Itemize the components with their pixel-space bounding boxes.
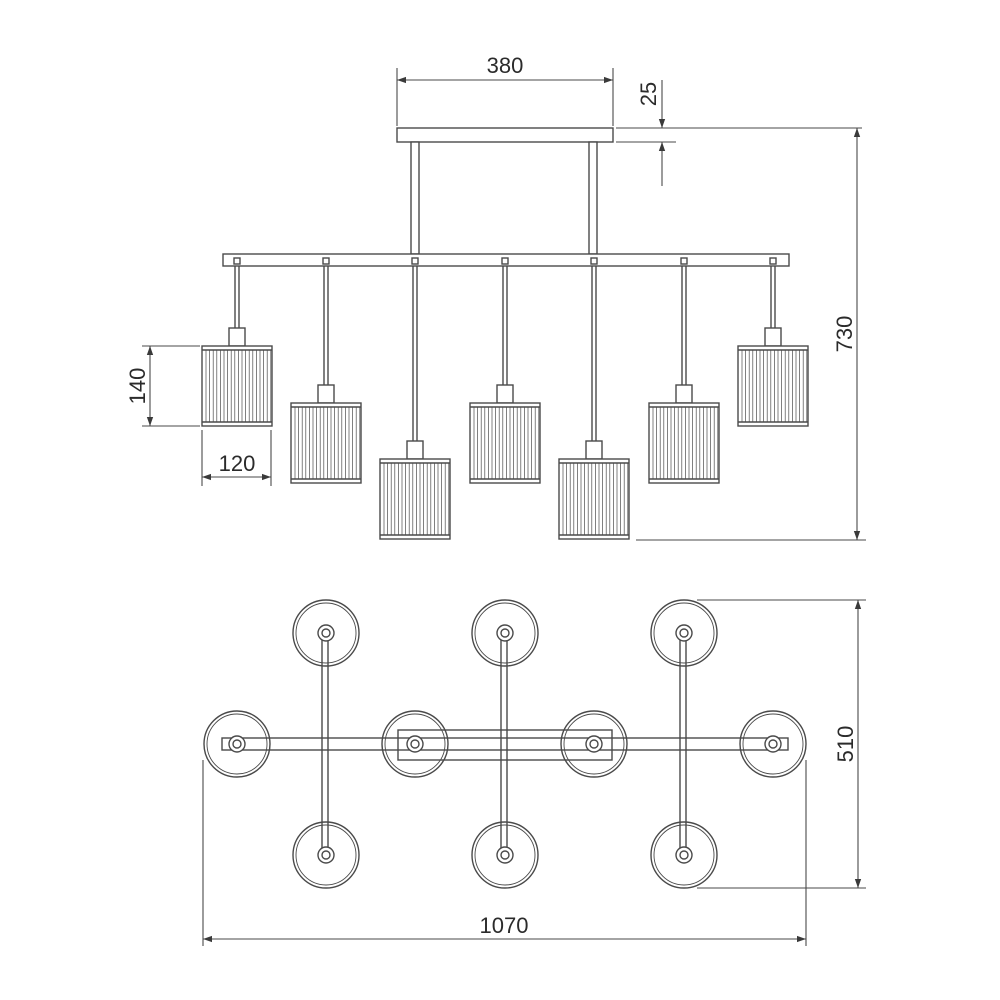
pendant-shade: [201, 345, 273, 427]
shade-inner-ring: [474, 602, 536, 664]
support-rod-right: [588, 141, 598, 255]
shade-outer-ring: [739, 710, 807, 778]
top-shade-5: [381, 710, 449, 778]
shade-socket: [764, 735, 782, 753]
shade-socket: [585, 735, 603, 753]
pendant-2: [290, 257, 362, 484]
support-rod-left: [410, 141, 420, 255]
shade-socket: [317, 624, 335, 642]
top-shade-group: [203, 599, 807, 889]
shade-socket-center: [410, 739, 420, 749]
pendant-shade: [558, 458, 630, 540]
shade-socket: [496, 846, 514, 864]
pendant-shade: [290, 402, 362, 484]
side-view: [201, 127, 809, 540]
shade-height-label: 140: [125, 368, 150, 405]
pendant-3: [379, 257, 451, 540]
pendant-socket: [585, 440, 603, 460]
shade-socket: [317, 846, 335, 864]
pendant-mount: [769, 257, 777, 265]
shade-outer-ring: [650, 821, 718, 889]
top-shade-9: [471, 821, 539, 889]
shade-inner-ring: [474, 824, 536, 886]
total-height-label: 730: [832, 316, 857, 353]
pendant-4: [469, 257, 541, 484]
top-shade-7: [739, 710, 807, 778]
top-shade-10: [650, 821, 718, 889]
shade-socket-center: [232, 739, 242, 749]
pendant-shade: [469, 402, 541, 484]
pendant-socket: [675, 384, 693, 404]
pendant-shade: [737, 345, 809, 427]
shade-socket-center: [321, 628, 331, 638]
top-shade-1: [292, 599, 360, 667]
shade-socket-center: [768, 739, 778, 749]
pendant-mount: [411, 257, 419, 265]
pendant-mount: [590, 257, 598, 265]
shade-socket: [675, 846, 693, 864]
pendant-5: [558, 257, 630, 540]
pendant-1: [201, 257, 273, 427]
shade-inner-ring: [295, 824, 357, 886]
pendant-mount: [680, 257, 688, 265]
side-dimensions: [142, 68, 866, 541]
pendant-socket: [496, 384, 514, 404]
shade-outer-ring: [381, 710, 449, 778]
top-depth-label: 510: [833, 726, 858, 763]
shade-outer-ring: [471, 821, 539, 889]
shade-inner-ring: [742, 713, 804, 775]
top-main-bar: [221, 737, 789, 751]
shade-inner-ring: [384, 713, 446, 775]
pendant-shade: [648, 402, 720, 484]
canopy-width-label: 380: [487, 53, 524, 78]
pendant-6: [648, 257, 720, 484]
shade-outer-ring: [292, 599, 360, 667]
pendant-mount: [501, 257, 509, 265]
top-canopy: [397, 729, 613, 761]
shade-outer-ring: [560, 710, 628, 778]
pendant-socket: [317, 384, 335, 404]
shade-inner-ring: [653, 824, 715, 886]
pendant-socket: [228, 327, 246, 347]
shade-socket: [406, 735, 424, 753]
shade-socket: [496, 624, 514, 642]
pendant-socket: [764, 327, 782, 347]
shade-socket-center: [321, 850, 331, 860]
shade-socket: [675, 624, 693, 642]
pendant-socket: [406, 440, 424, 460]
top-shade-8: [292, 821, 360, 889]
total-width-label: 1070: [480, 913, 529, 938]
canopy: [396, 127, 614, 143]
top-shade-3: [650, 599, 718, 667]
shade-outer-ring: [203, 710, 271, 778]
shade-socket-center: [500, 628, 510, 638]
shade-outer-ring: [471, 599, 539, 667]
pendant-mount: [233, 257, 241, 265]
shade-inner-ring: [563, 713, 625, 775]
top-shade-4: [203, 710, 271, 778]
shade-inner-ring: [206, 713, 268, 775]
pendant-7: [737, 257, 809, 427]
shade-socket-center: [679, 628, 689, 638]
shade-socket-center: [500, 850, 510, 860]
top-dimensions: [202, 599, 866, 946]
shade-socket: [228, 735, 246, 753]
shade-inner-ring: [653, 602, 715, 664]
shade-outer-ring: [650, 599, 718, 667]
shade-outer-ring: [292, 821, 360, 889]
top-shade-6: [560, 710, 628, 778]
canopy-thickness-label: 25: [636, 82, 661, 106]
top-view: [203, 599, 807, 889]
shade-socket-center: [589, 739, 599, 749]
pendant-mount: [322, 257, 330, 265]
top-shade-2: [471, 599, 539, 667]
shade-inner-ring: [295, 602, 357, 664]
shade-socket-center: [679, 850, 689, 860]
pendant-shade: [379, 458, 451, 540]
pendant-group: [201, 257, 809, 540]
shade-width-label: 120: [219, 451, 256, 476]
